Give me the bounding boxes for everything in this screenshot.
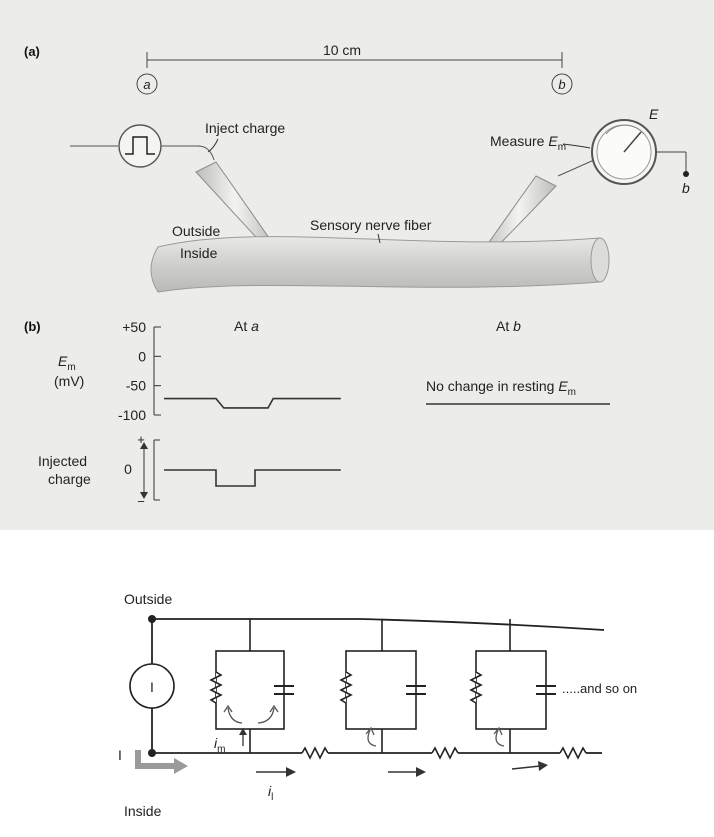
em-unit-label: (mV) [54,373,84,389]
current-i-label: I [118,747,122,763]
point-b-label: b [558,77,565,92]
em-series-line [164,397,341,409]
outside-label: Outside [172,223,220,239]
inside-label: Inside [180,245,218,261]
panel-b-label: (b) [24,319,41,334]
and-so-on-label: .....and so on [562,681,637,696]
inside-rail [152,746,602,760]
em-tick-label: -50 [126,378,146,394]
membrane-segment-1 [209,619,294,753]
nerve-figure: (a) 10 cm a b Inject charge Measure Em [0,0,714,530]
panel-a-label: (a) [24,44,40,59]
charge-plus-label: + [137,432,145,447]
circuit-outside-label: Outside [124,591,172,607]
distance-ruler: 10 cm [146,42,563,68]
im-label: im [214,735,225,755]
nerve-figure-svg: (a) 10 cm a b Inject charge Measure Em [24,42,690,509]
fiber-pointer [377,233,381,244]
em-tick-label: 0 [138,348,146,364]
injected-label-line2: charge [48,471,91,487]
at-a-label: At a [234,318,259,334]
current-source-icon [129,619,175,753]
point-a-label: a [143,77,150,92]
charge-zero-label: 0 [124,461,132,477]
em-trace [164,397,341,409]
inject-charge-label: Inject charge [205,120,285,136]
longitudinal-current-arrows [256,761,548,777]
charge-axis [140,439,160,501]
inject-pointer [207,138,219,153]
em-axis-label: Em [58,353,76,373]
em-ticks: +50 0 -50 -100 [118,319,161,423]
outside-rail [152,618,605,631]
membrane-segment-3 [469,619,556,753]
measure-label: Measure Em [490,133,566,153]
cable-circuit: Outside Inside I [0,560,714,832]
membrane-segment-2 [339,619,426,753]
meter-terminal-label: b [682,180,690,196]
charge-minus-label: − [137,494,145,509]
cable-circuit-svg: Outside Inside I [118,591,637,819]
at-b-label: At b [496,318,521,334]
pulse-stimulator-icon [70,124,215,168]
source-label: I [150,679,154,695]
distance-label: 10 cm [323,42,361,58]
measure-pointer [562,143,591,149]
charge-trace [164,469,341,487]
meter-label: E [649,106,659,122]
em-tick-label: -100 [118,407,146,423]
injected-current-arrow [135,750,188,774]
nerve-fiber [150,236,610,293]
no-change-label: No change in resting Em [426,378,576,398]
charge-series-line [164,469,341,487]
im-arrow [239,728,247,746]
point-a-marker: a [136,73,158,95]
membrane-current-arrows [223,704,505,747]
injected-label-line1: Injected [38,453,87,469]
il-label: il [268,783,273,803]
voltmeter-icon [557,119,689,185]
point-b-marker: b [551,73,573,95]
circuit-inside-label: Inside [124,803,162,819]
sensory-fiber-label: Sensory nerve fiber [310,217,432,233]
em-tick-label: +50 [122,319,146,335]
